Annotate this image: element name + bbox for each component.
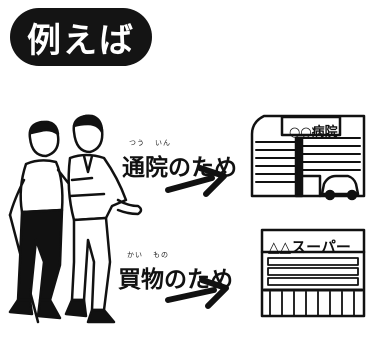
car-icon [320, 174, 360, 201]
right-arrow-icon [165, 277, 229, 309]
hospital-sign: ○○病院 [289, 125, 338, 140]
supermarket-building-icon [260, 228, 366, 318]
ruby-reading: いん [155, 139, 171, 147]
right-arrow-icon [165, 165, 227, 197]
title-text: 例えば [27, 20, 135, 61]
ruby-reading: かい [127, 251, 143, 259]
shopping-label: かい もの 買物のため [118, 250, 233, 294]
walking-couple-illustration [8, 114, 143, 324]
shopping-label-text: 買物のため [118, 267, 233, 293]
supermarket-sign: △△スーパー [268, 238, 351, 256]
title-badge: 例えば [10, 8, 152, 66]
hospital-label-text: 通院のため [122, 155, 237, 181]
ruby-reading: もの [153, 251, 169, 259]
hospital-label: つう いん 通院のため [122, 138, 237, 182]
ruby-reading: つう [129, 139, 145, 147]
